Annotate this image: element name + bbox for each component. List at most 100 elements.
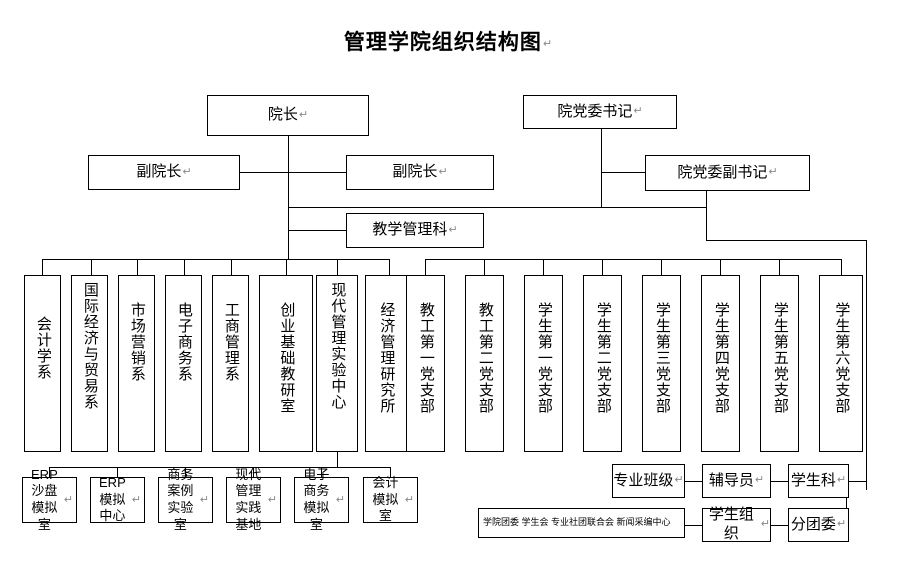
box-lab-1-label: ERP 模拟中心 [99,475,126,524]
box-lab-3[interactable]: 现代管理实践基地↵ [226,467,281,532]
box-class-level-label: 专业班级 [613,471,674,489]
box-lab-1[interactable]: ERP 模拟中心 ↵ [90,475,145,524]
connector-dept-drop-7 [389,259,390,275]
pilcrow-mark: ↵ [448,223,458,236]
box-lab-4-label: 电子商务模拟室 [303,466,330,532]
box-lab-2-label: 商务案例实验室 [167,466,194,532]
box-department-0[interactable]: 会计学系 [24,275,61,452]
box-party-branch-7[interactable]: 学生第六党支部 [819,275,863,452]
box-party-branch-3-label: 学生第二党支部 [594,302,612,414]
connector-dept-drop-1 [91,259,92,275]
box-department-6[interactable]: 现代管理实验中心 [316,275,358,452]
page-title: 管理学院组织结构图↵ [0,26,897,56]
connector-lab-drop-1 [117,467,118,477]
connector-dept-drop-5 [286,259,287,275]
pilcrow-mark: ↵ [542,38,554,50]
connector-right-to-student-office [846,481,867,482]
box-lab-2[interactable]: 商务案例实验室 ↵ [158,467,213,532]
box-lab-5[interactable]: 会计模拟室↵ [363,475,418,524]
box-party-branch-6-label: 学生第五党支部 [771,302,789,414]
box-vice-dean-right[interactable]: 副院长↵ [346,155,494,190]
connector-orgs-detail-orgs [685,525,702,526]
box-department-2[interactable]: 市场营销系 [118,275,155,452]
box-department-1-label: 国际经济与贸易系 [81,282,99,410]
box-party-secretary-label: 院党委书记 [557,102,633,120]
connector-lab-drop-2 [185,467,186,477]
box-teaching-admin[interactable]: 教学管理科↵ [346,213,484,248]
connector-lab-drop-4 [321,467,322,477]
box-youth-league[interactable]: 分团委↵ [788,508,849,542]
connector-class-counselor [685,481,702,482]
box-student-orgs[interactable]: 学生组织↵ [702,506,771,542]
box-student-office[interactable]: 学生科↵ [788,464,849,498]
pilcrow-mark: ↵ [674,474,684,487]
connector-dept-drop-4 [231,259,232,275]
box-vice-dean-right-label: 副院长 [392,163,438,181]
box-dean[interactable]: 院长↵ [207,95,369,136]
connector-dept-drop-6 [337,259,338,275]
box-party-branch-3[interactable]: 学生第二党支部 [583,275,622,452]
box-department-4[interactable]: 工商管理系 [212,275,249,452]
connector-right-rail [866,240,867,490]
box-department-3[interactable]: 电子商务系 [165,275,202,452]
box-party-branch-5-label: 学生第四党支部 [712,302,730,414]
box-party-branch-4[interactable]: 学生第三党支部 [642,275,681,452]
box-counselor-label: 辅导员 [708,471,754,489]
box-department-6-label: 现代管理实验中心 [329,282,347,410]
connector-orgs-league [771,525,788,526]
pilcrow-mark: ↵ [335,493,345,506]
box-vice-dean-left[interactable]: 副院长↵ [88,155,240,190]
box-class-level[interactable]: 专业班级↵ [612,464,685,498]
box-teaching-admin-label: 教学管理科 [372,221,448,239]
connector-dean-stem [288,136,289,259]
pilcrow-mark: ↵ [182,165,192,178]
connector-dept-drop-0 [42,259,43,275]
box-counselor[interactable]: 辅导员↵ [702,464,771,498]
connector-dept-drop-2 [137,259,138,275]
box-student-office-label: 学生科 [790,471,836,489]
connector-mid-bus [288,207,706,208]
connector-dept-drop-3 [184,259,185,275]
pilcrow-mark: ↵ [438,165,448,178]
box-student-orgs-detail[interactable]: 学院团委 学生会 专业社团联合会 新闻采编中心 [478,508,685,538]
box-party-branch-2[interactable]: 学生第一党支部 [524,275,563,452]
box-party-branch-0[interactable]: 教工第一党支部 [406,275,445,452]
connector-deputy-down [706,191,707,240]
connector-branch-bus [425,259,841,260]
pilcrow-mark: ↵ [836,518,847,531]
box-lab-5-label: 会计模拟室 [372,475,399,524]
box-department-2-label: 市场营销系 [128,302,146,382]
connector-lab-stem [337,452,338,467]
box-department-1[interactable]: 国际经济与贸易系 [71,275,108,452]
box-department-7-label: 经济管理研究所 [378,302,396,414]
pilcrow-mark: ↵ [836,474,847,487]
connector-lab-drop-0 [49,467,50,477]
box-party-branch-1[interactable]: 教工第二党支部 [465,275,504,452]
box-dean-label: 院长 [267,106,298,124]
box-lab-0-label: ERP 沙盘模拟室 [31,466,58,532]
box-lab-0[interactable]: ERP 沙盘模拟室↵ [22,467,77,532]
box-vice-dean-left-label: 副院长 [136,163,182,181]
pilcrow-mark: ↵ [754,474,765,487]
connector-vicedean-row [240,172,346,173]
box-deputy-party-secretary[interactable]: 院党委副书记↵ [645,155,810,191]
box-lab-4[interactable]: 电子商务模拟室 ↵ [294,467,349,532]
box-department-5-label: 创业基础教研室 [278,302,296,414]
box-department-7[interactable]: 经济管理研究所 [365,275,407,452]
box-party-secretary[interactable]: 院党委书记↵ [523,95,677,129]
box-department-4-label: 工商管理系 [222,302,240,382]
box-party-branch-5[interactable]: 学生第四党支部 [701,275,740,452]
connector-branch-drop-3 [602,259,603,275]
box-youth-league-label: 分团委 [790,515,836,533]
box-department-3-label: 电子商务系 [175,302,193,382]
pilcrow-mark: ↵ [131,493,141,506]
box-party-branch-6[interactable]: 学生第五党支部 [760,275,799,452]
connector-branch-drop-2 [543,259,544,275]
connector-deputy-to-right [706,240,866,241]
box-department-5[interactable]: 创业基础教研室 [259,275,313,452]
pilcrow-mark: ↵ [199,493,209,506]
box-department-0-label: 会计学系 [34,316,52,380]
box-party-branch-1-label: 教工第二党支部 [476,302,494,414]
connector-department-bus [42,259,389,260]
box-party-branch-7-label: 学生第六党支部 [833,302,851,414]
